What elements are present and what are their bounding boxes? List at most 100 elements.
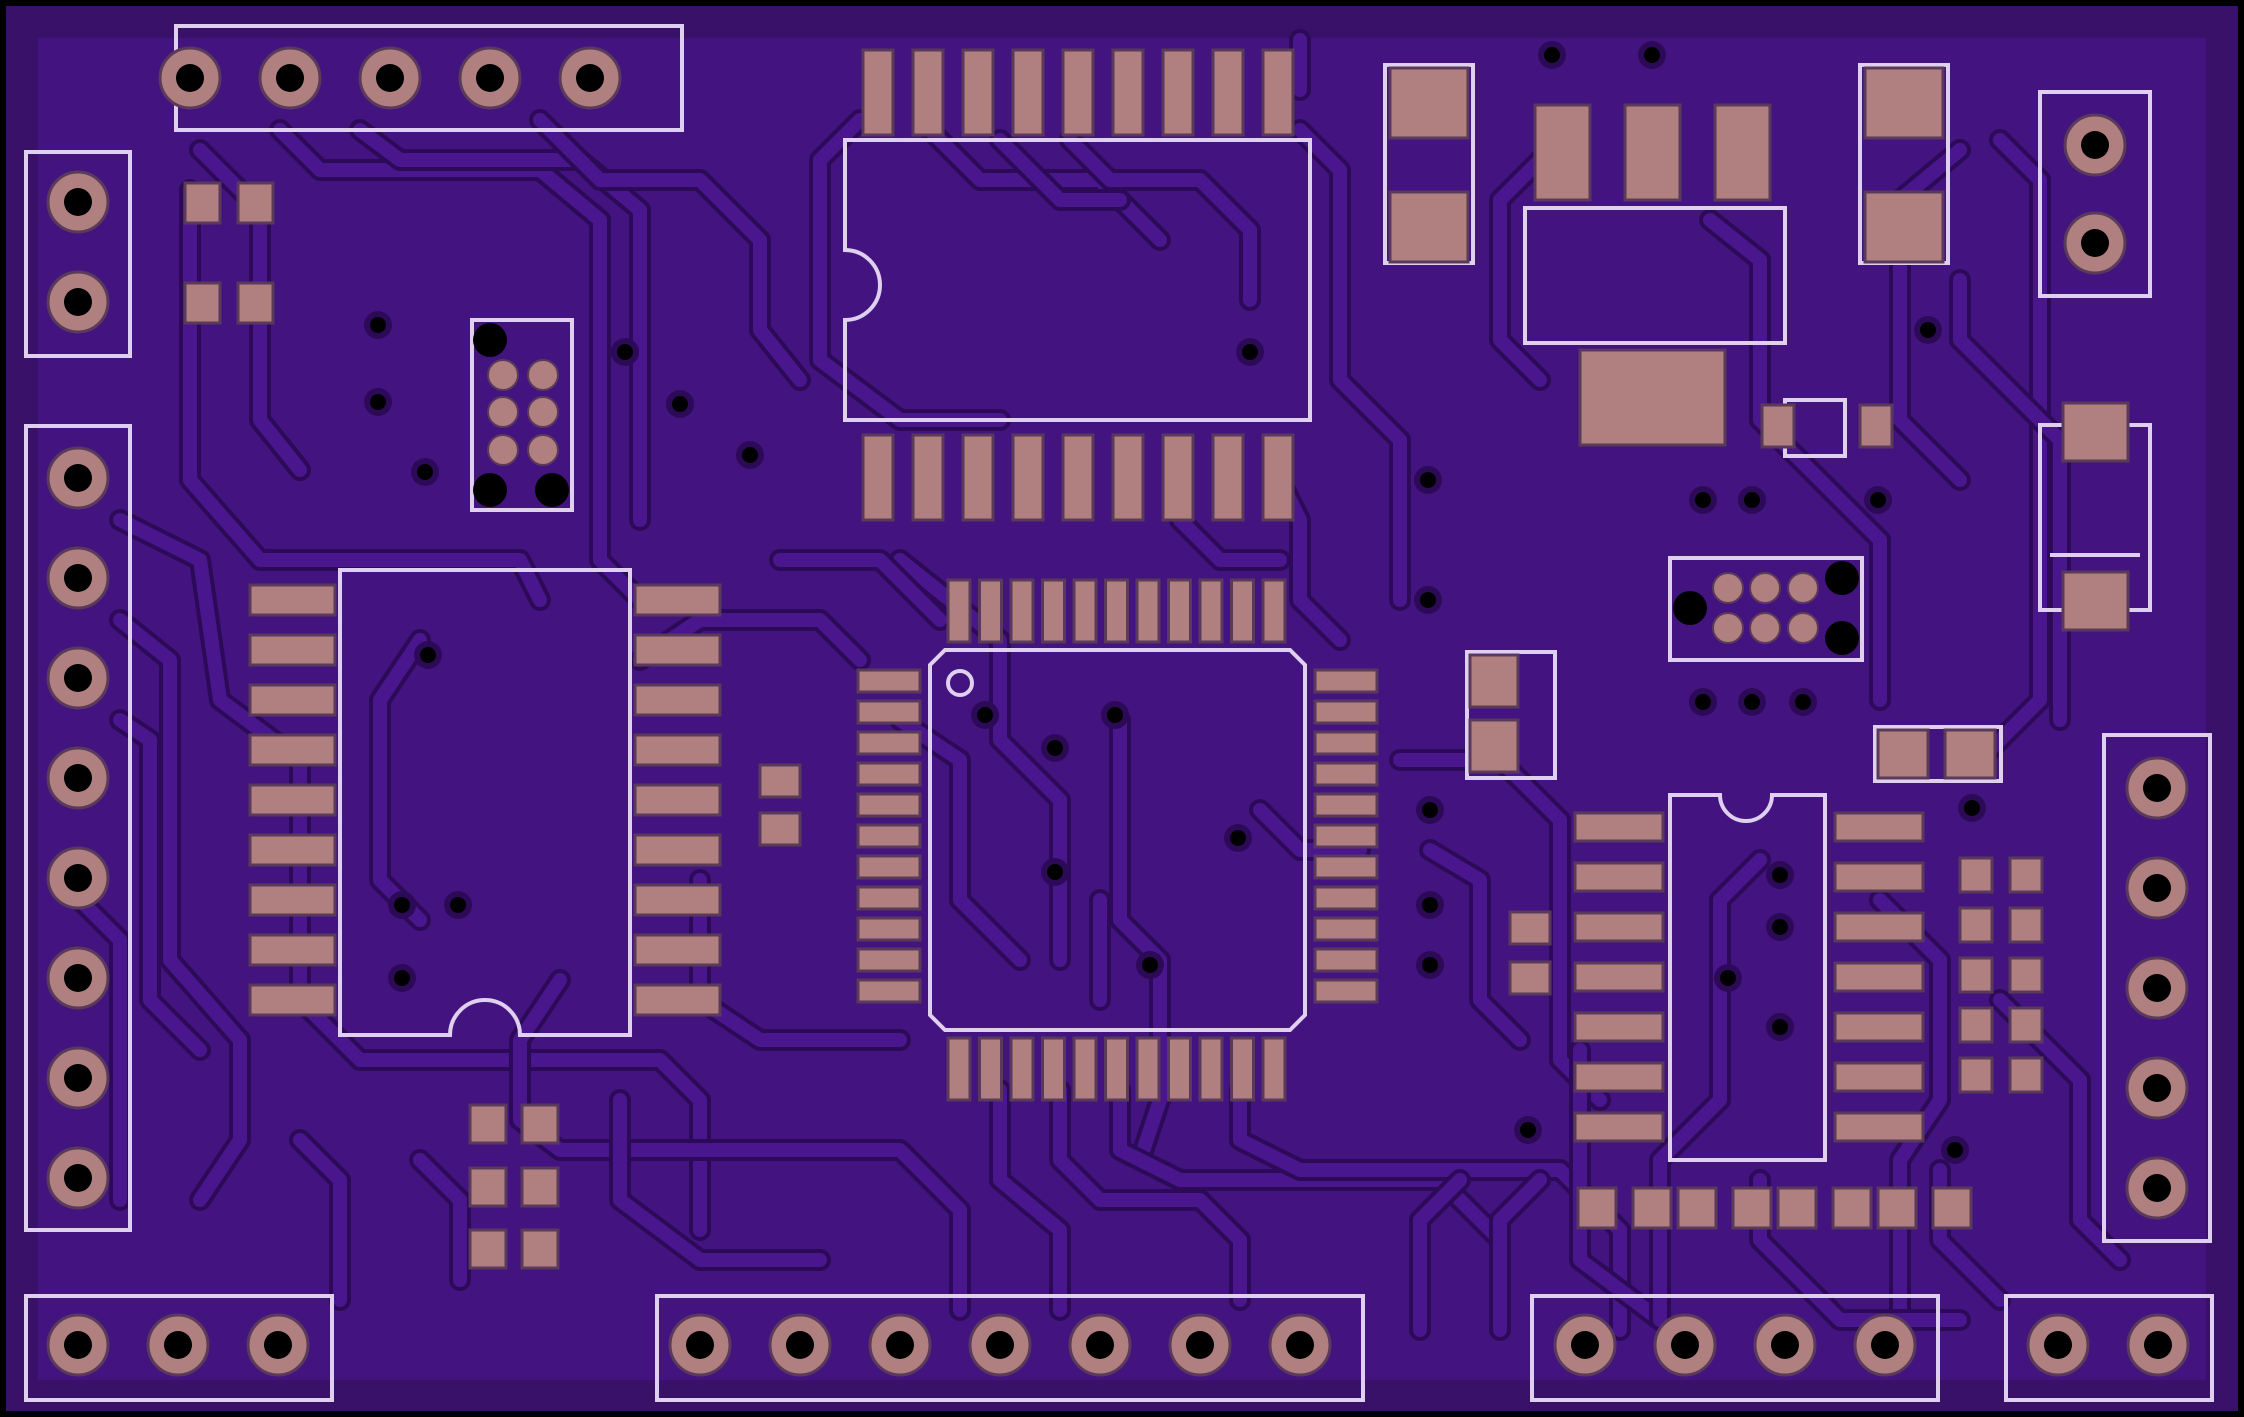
via-drill — [977, 707, 993, 723]
isp-pad — [1749, 612, 1781, 644]
drill-hole — [64, 864, 92, 892]
trace — [993, 1083, 1067, 1317]
soic14-pad — [1833, 1011, 1925, 1043]
soic20-pad — [1161, 433, 1195, 522]
tqfp-pad — [856, 730, 922, 756]
via-drill — [1964, 800, 1980, 816]
res-pad — [183, 181, 222, 225]
pad-layer — [46, 46, 2190, 1377]
isp-pad — [1712, 612, 1744, 644]
soic14-pad — [1573, 911, 1665, 943]
tqfp-pad — [1313, 668, 1379, 694]
trace — [1113, 1083, 1507, 1247]
tqfp-pad — [1167, 578, 1192, 644]
soic20-pad — [1211, 433, 1245, 522]
via-drill — [1422, 802, 1438, 818]
res-pad — [236, 281, 275, 325]
soic14-pad — [1833, 811, 1925, 843]
drill-hole — [64, 664, 92, 692]
trace — [1423, 843, 1527, 1047]
isp-pad — [1787, 572, 1819, 604]
drill-hole — [164, 1331, 192, 1359]
res-pad — [1958, 956, 1994, 994]
drill-hole — [64, 288, 92, 316]
trace — [113, 613, 247, 1207]
soic20-pad — [1261, 433, 1295, 522]
silk-ic-soic-14 — [1668, 793, 1827, 1162]
drill-hole — [1771, 1331, 1799, 1359]
tqfp-pad — [1041, 1036, 1066, 1102]
via-drill — [1520, 1122, 1536, 1138]
via-drill — [1644, 47, 1660, 63]
res-pad — [1831, 1186, 1873, 1230]
via-drill — [1795, 694, 1811, 710]
tqfp-pad — [978, 578, 1003, 644]
via-drill — [1695, 694, 1711, 710]
tqfp-pad — [1198, 1036, 1224, 1102]
soic18-pad — [248, 733, 337, 767]
drill-hole — [64, 464, 92, 492]
soic20-pad — [1011, 433, 1045, 522]
via-drill — [1107, 707, 1123, 723]
res-pad — [1943, 728, 1997, 780]
soic14-pad — [1833, 961, 1925, 993]
tqfp-pad — [1009, 1036, 1035, 1102]
trace — [73, 893, 127, 1207]
soic14-pad — [1833, 1061, 1925, 1093]
trace — [513, 973, 967, 1317]
trace — [1063, 133, 1257, 307]
tqfp-pad — [946, 1036, 972, 1102]
cap-pad — [1863, 190, 1945, 264]
trace — [613, 1093, 827, 1267]
silk-ic-soic-18 — [338, 568, 632, 1037]
via-drill — [417, 464, 433, 480]
res-pad — [2008, 856, 2044, 894]
drill-hole — [686, 1331, 714, 1359]
isp-pad — [527, 359, 559, 391]
silk-outline — [24, 1294, 334, 1402]
drill-hole — [1571, 1331, 1599, 1359]
via-drill — [1422, 897, 1438, 913]
drill-hole — [64, 1164, 92, 1192]
soic20-pad — [911, 48, 945, 137]
res-pad — [1958, 906, 1994, 944]
tqfp-pad — [856, 761, 922, 787]
silk-outline — [24, 150, 132, 358]
trace — [1053, 1083, 1247, 1307]
isp-pad — [487, 434, 519, 466]
res-pad — [758, 763, 802, 799]
silk-ic-soic-20 — [843, 138, 1312, 422]
drill-hole — [1671, 1331, 1699, 1359]
trace — [1953, 273, 2067, 727]
soic14-pad — [1573, 861, 1665, 893]
drill-hole — [276, 64, 304, 92]
soic14-pad — [1833, 1111, 1925, 1143]
cap-pad — [1388, 66, 1470, 140]
via-drill — [394, 897, 410, 913]
silk-outline — [2102, 733, 2212, 1243]
drill-hole — [176, 64, 204, 92]
drill-hole — [2143, 1074, 2171, 1102]
drill-hole — [64, 764, 92, 792]
isp-pad — [487, 359, 519, 391]
isp-pad — [1749, 572, 1781, 604]
drill-hole — [786, 1331, 814, 1359]
via-drill — [1947, 1142, 1963, 1158]
silk-outline — [2004, 1294, 2214, 1402]
tqfp-pad — [1313, 823, 1379, 849]
res-pad — [1958, 1006, 1994, 1044]
res-pad — [2008, 956, 2044, 994]
tqfp-pad — [1104, 578, 1129, 644]
tqfp-pad — [856, 668, 922, 694]
isp-pad — [527, 396, 559, 428]
res-pad — [468, 1166, 508, 1208]
via-drill — [672, 396, 688, 412]
tqfp-pad — [856, 885, 922, 911]
tqfp-pad — [1072, 1036, 1098, 1102]
tqfp-pad — [1167, 1036, 1192, 1102]
cap-pad — [1468, 653, 1520, 709]
via-drill — [617, 344, 633, 360]
isp-pad — [487, 396, 519, 428]
drill-hole — [264, 1331, 292, 1359]
